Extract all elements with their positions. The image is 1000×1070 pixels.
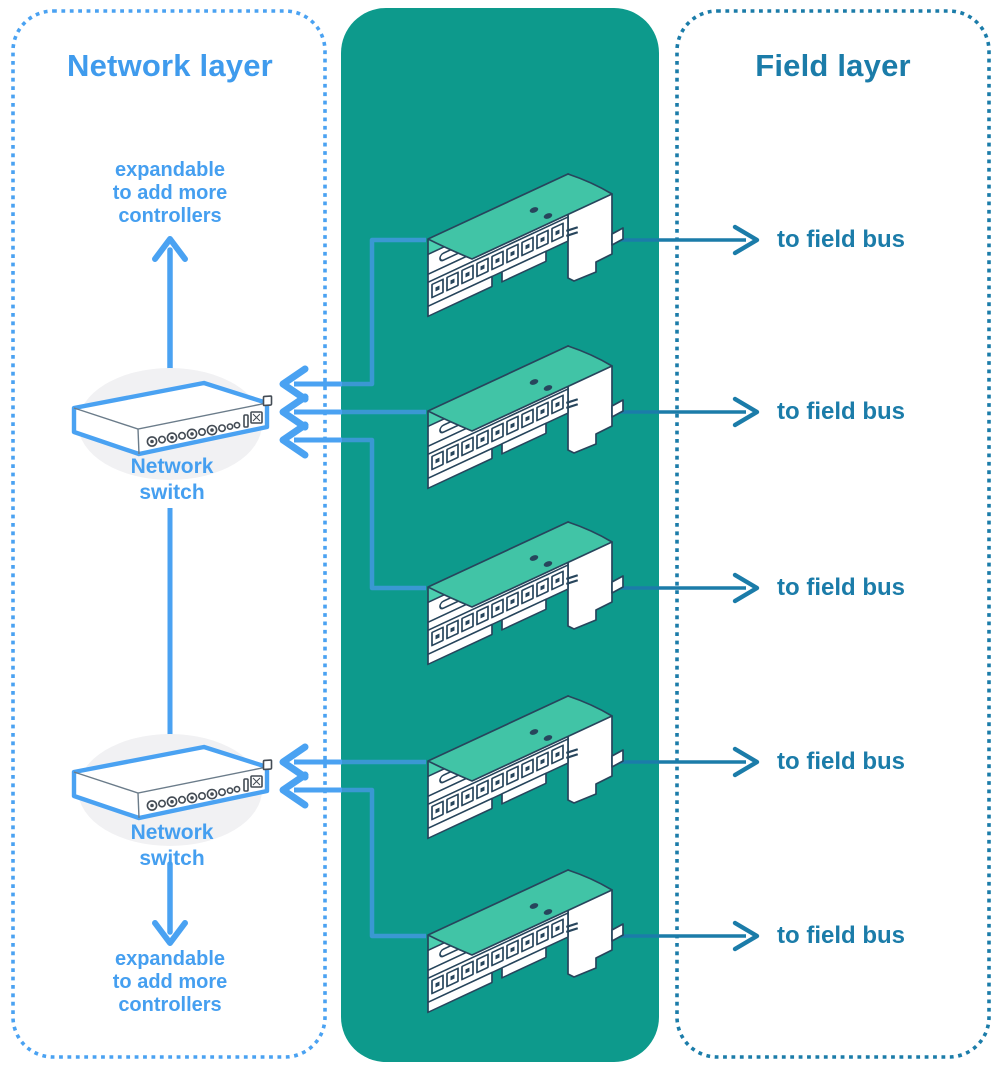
to-field-bus-label-1: to field bus bbox=[777, 226, 905, 253]
network-switch-bottom-label: Network switch bbox=[130, 821, 214, 870]
to-field-bus-label-5: to field bus bbox=[777, 922, 905, 949]
field-bus-arrowheads bbox=[732, 224, 760, 952]
to-field-bus-label-3: to field bus bbox=[777, 574, 905, 601]
field-layer-title: Field layer bbox=[755, 48, 911, 83]
network-layer-title: Network layer bbox=[67, 48, 273, 83]
network-switch-top-label: Network switch bbox=[130, 455, 214, 504]
to-field-bus-label-2: to field bus bbox=[777, 398, 905, 425]
field-layer-boundary bbox=[675, 9, 991, 1059]
controller-switch-links bbox=[341, 237, 426, 939]
expandable-note-bottom: expandable to add more controllers bbox=[112, 948, 228, 1016]
expandable-note-top: expandable to add more controllers bbox=[112, 159, 228, 227]
expand-arrow-up bbox=[152, 236, 188, 381]
expand-arrow-down bbox=[152, 861, 188, 946]
network-layer-boundary bbox=[11, 9, 327, 1059]
to-field-bus-label-4: to field bus bbox=[777, 748, 905, 775]
switch-inbound-arrows bbox=[279, 365, 342, 809]
